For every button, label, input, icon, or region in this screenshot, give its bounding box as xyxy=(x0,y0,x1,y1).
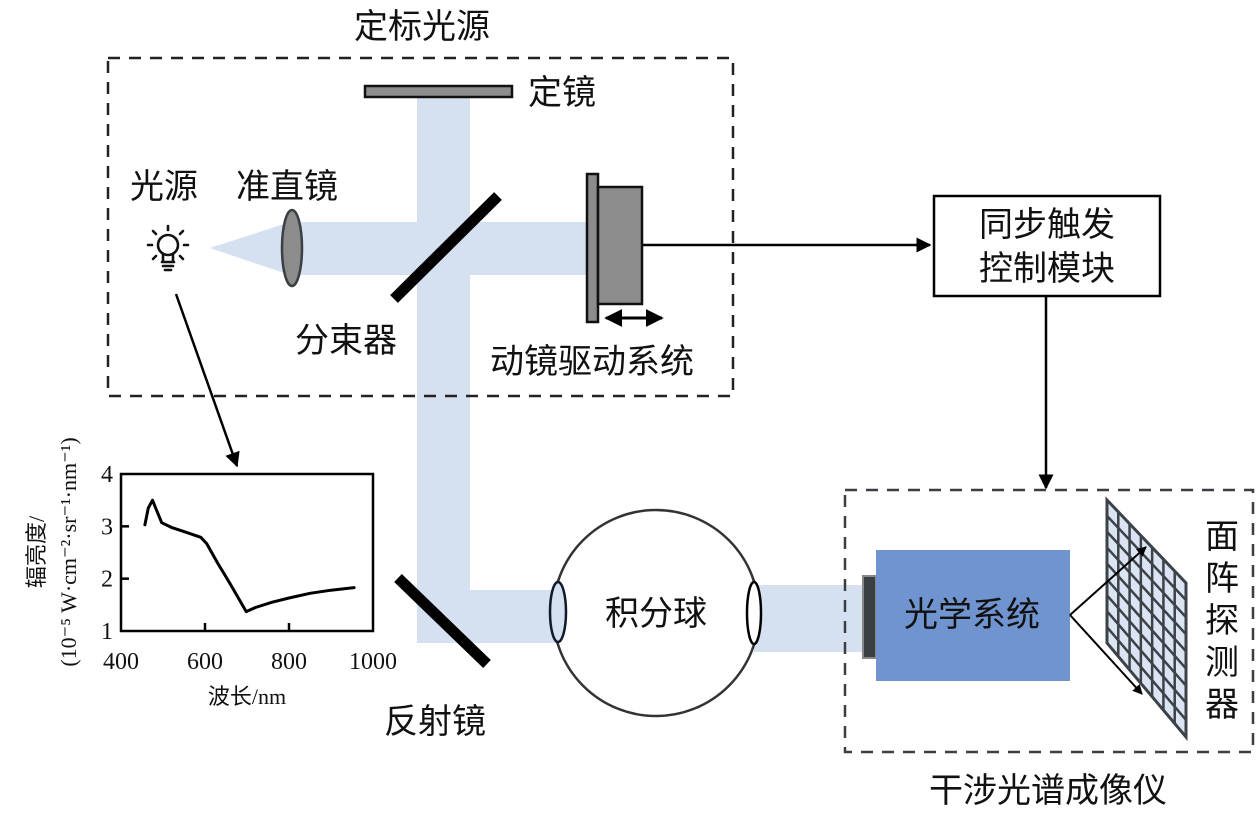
detector-grid-line xyxy=(1106,515,1187,601)
x-tick-label: 400 xyxy=(103,649,139,675)
moving-mirror-drive xyxy=(596,185,644,306)
detector-label-char: 测 xyxy=(1205,643,1239,683)
detector-label-char: 探 xyxy=(1205,601,1239,641)
beam-splitter xyxy=(390,192,502,303)
optical-system-label: 光学系统 xyxy=(904,595,1040,635)
sync-trigger-module-line1: 同步触发 xyxy=(979,205,1115,245)
chart-ticks: 400 600 800 1000 1 2 3 4 xyxy=(101,462,397,675)
beam-to-imager xyxy=(754,585,865,652)
beam-splitter-label: 分束器 xyxy=(295,321,397,361)
light-beams xyxy=(210,97,865,652)
beam-vertical xyxy=(417,97,470,643)
detector-grid-line xyxy=(1106,562,1187,653)
x-tick-label: 600 xyxy=(187,649,223,675)
detector-label: 面 阵 探 测 器 xyxy=(1205,517,1239,725)
detector-label-char: 阵 xyxy=(1205,559,1239,599)
detector-grid-line xyxy=(1106,546,1187,636)
optical-system xyxy=(876,550,1070,681)
imaging-ray-lower xyxy=(1069,614,1143,695)
moving-mirror-plate xyxy=(585,172,600,324)
detector-label-char: 器 xyxy=(1205,685,1239,725)
reflector-label: 反射镜 xyxy=(384,702,486,742)
chart-xlabel: 波长/nm xyxy=(208,684,286,709)
collimator-lens xyxy=(280,208,304,288)
fixed-mirror-label: 定镜 xyxy=(528,73,596,113)
detector-grid-line xyxy=(1106,594,1187,687)
x-tick-label: 1000 xyxy=(349,649,397,675)
x-tick-label: 800 xyxy=(271,649,307,675)
detector-grid-line xyxy=(1106,610,1187,704)
detector-grid-line xyxy=(1106,530,1187,619)
light-source-label: 光源 xyxy=(130,167,198,207)
chart-series-line xyxy=(143,498,356,614)
y-tick-label: 2 xyxy=(101,567,113,593)
detector-label-char: 面 xyxy=(1205,517,1239,557)
imaging-ray-upper xyxy=(1069,546,1147,616)
detector-grid-line xyxy=(1106,578,1187,670)
lightbulb-icon xyxy=(146,224,190,272)
optical-system-aperture xyxy=(862,575,877,659)
integrating-sphere-label: 积分球 xyxy=(605,594,707,634)
chart-frame xyxy=(119,472,375,633)
collimator-label: 准直镜 xyxy=(236,167,338,207)
sphere-output-port xyxy=(745,580,763,646)
source-spectrum-pointer xyxy=(174,293,240,468)
sync-trigger-module-line2: 控制模块 xyxy=(979,249,1115,289)
area-detector xyxy=(1105,496,1188,742)
imager-box xyxy=(843,488,1255,754)
y-tick-label: 4 xyxy=(101,462,113,488)
calibration-source-title: 定标光源 xyxy=(354,7,490,47)
chart-ylabel-line1: 辐亮度/ xyxy=(24,515,49,588)
y-tick-label: 1 xyxy=(101,619,113,645)
detector-grid-line xyxy=(1106,626,1187,721)
chart-ylabel-line2: (10⁻⁵ W·cm⁻²·sr⁻¹·nm⁻¹) xyxy=(56,437,81,666)
reflector-mirror xyxy=(394,574,491,668)
moving-mirror-drive-label: 动镜驱动系统 xyxy=(490,342,694,382)
sphere-input-port xyxy=(548,580,568,644)
imager-title: 干涉光谱成像仪 xyxy=(929,771,1167,811)
y-tick-label: 3 xyxy=(101,514,113,540)
source-cone-beam xyxy=(210,222,290,275)
spectrum-chart: 400 600 800 1000 1 2 3 4 波长/nm 辐亮度/ (10⁻⁵ W·cm⁻… xyxy=(24,437,397,709)
fixed-mirror xyxy=(363,84,514,99)
